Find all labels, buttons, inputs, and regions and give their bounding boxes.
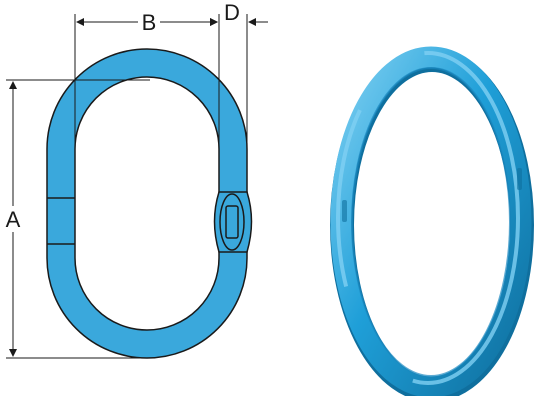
- dimension-label-d: D: [224, 0, 240, 25]
- ring-main: [330, 46, 532, 396]
- ring-mark-left: [342, 200, 347, 222]
- dimension-annotations: [6, 14, 268, 359]
- dimension-label-a: A: [6, 207, 21, 232]
- link-drawing: [46, 48, 253, 359]
- dimension-label-b: B: [142, 10, 157, 35]
- master-link-photo: [330, 46, 534, 396]
- ring-highlight: [336, 51, 520, 385]
- marking-slot: [225, 205, 239, 239]
- link-body: [46, 48, 248, 359]
- ring-mark-right: [517, 168, 522, 190]
- ring-inner-edge: [351, 67, 511, 377]
